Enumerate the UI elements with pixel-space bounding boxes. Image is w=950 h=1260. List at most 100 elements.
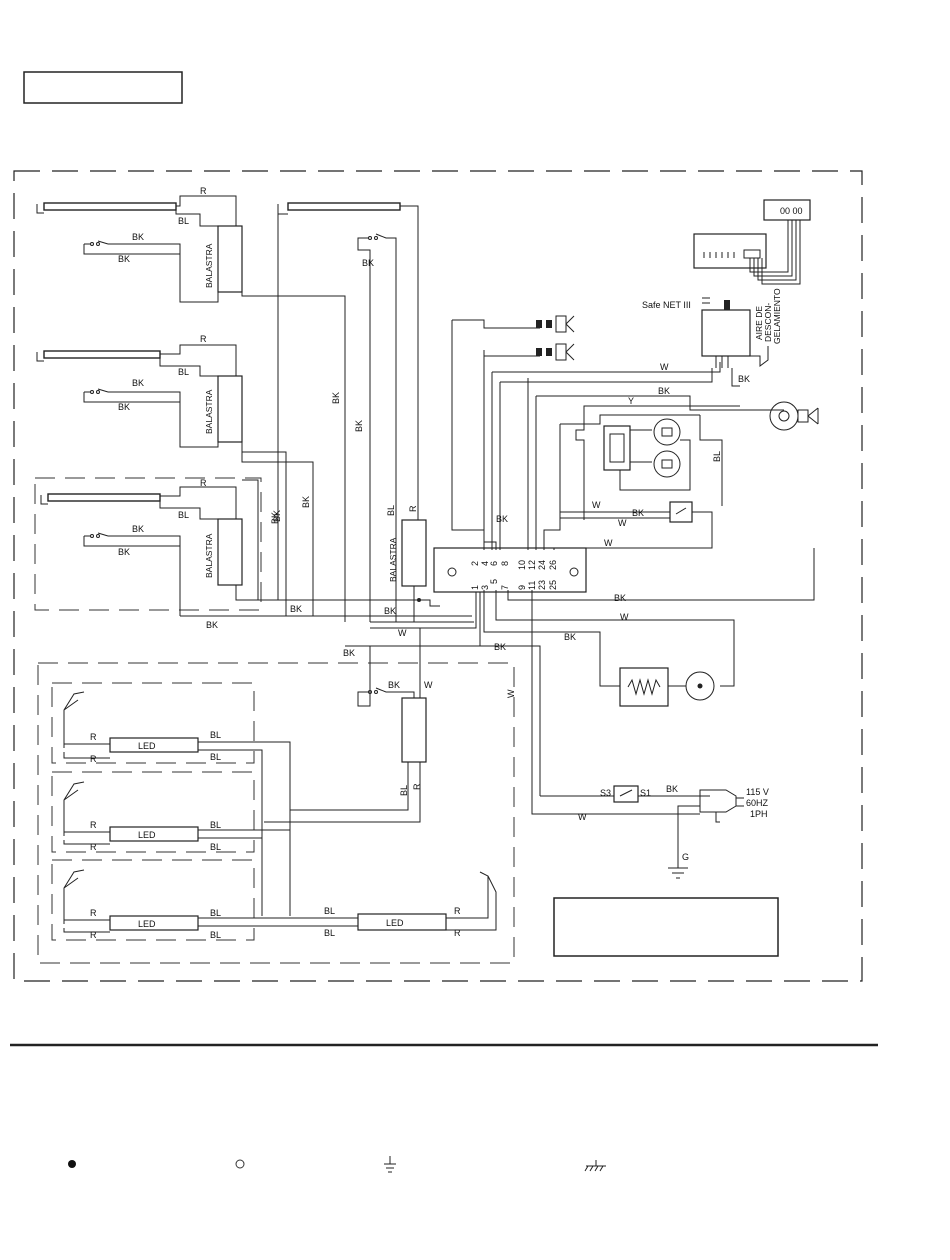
- wire-label-bk: BK: [614, 593, 626, 603]
- display-unit: [763, 199, 811, 221]
- notes-box: [553, 897, 779, 957]
- wire-label-w: W: [506, 689, 516, 698]
- led-strip-4: LED BL BL R R: [324, 871, 497, 938]
- lamp3-region-frame: [34, 477, 262, 611]
- title-box: [23, 71, 183, 104]
- led-driver: [401, 697, 427, 763]
- wire-label-bl: BL: [178, 510, 189, 520]
- wire-label-r: R: [90, 820, 97, 830]
- wire-label-bl: BL: [210, 752, 221, 762]
- terminal-top-8: 8: [500, 561, 510, 566]
- led-3-label: LED: [138, 919, 156, 929]
- wire-label-r: R: [454, 928, 461, 938]
- terminal-top-10: 10: [517, 560, 527, 570]
- power-plug: [699, 789, 744, 823]
- wire-label-w: W: [620, 612, 629, 622]
- wire-label-bk: BK: [496, 514, 508, 524]
- legend-open-dot-icon: [235, 1159, 245, 1169]
- wire-label-bk: BK: [388, 680, 400, 690]
- terminal-bottom-23: 23: [537, 580, 547, 590]
- wire-label-bl: BL: [386, 505, 396, 516]
- wire-label-bk: BK: [738, 374, 750, 384]
- terminal-top-12: 12: [527, 560, 537, 570]
- wire-label-bk: BK: [666, 784, 678, 794]
- wire-label-y: Y: [628, 396, 634, 406]
- wire-label-bk: BK: [384, 606, 396, 616]
- wire-label-bk: BK: [132, 378, 144, 388]
- wire-label-r: R: [200, 478, 207, 488]
- thermostat: [603, 425, 631, 471]
- fan-1: [536, 315, 575, 333]
- ballast-3: [217, 518, 243, 586]
- ballast-1-label: BALASTRA: [204, 243, 214, 288]
- lamp-2-tube: [43, 350, 161, 359]
- wire-label-r: R: [454, 906, 461, 916]
- display-readout: 00 00: [780, 206, 803, 216]
- wire-label-bk: BK: [301, 496, 311, 508]
- wire-label-bl: BL: [324, 928, 335, 938]
- ballast-1: [217, 225, 243, 293]
- led-4: [357, 913, 447, 931]
- switch-s1: S1: [640, 788, 651, 798]
- wire-label-bl: BL: [210, 730, 221, 740]
- heater: [619, 667, 669, 707]
- legend-ground-icon: [384, 1156, 396, 1173]
- wire-label-bk: BK: [632, 508, 644, 518]
- wire-label-bk: BK: [343, 648, 355, 658]
- led-4-label: LED: [386, 918, 404, 928]
- ballast-4: [401, 519, 427, 587]
- terminal-bottom-7: 7: [500, 585, 510, 590]
- lamp-4: R: [277, 202, 419, 600]
- wire-label-bl: BL: [178, 216, 189, 226]
- wire-label-bk: BK: [132, 524, 144, 534]
- ballast-4-label: BALASTRA: [388, 537, 398, 582]
- wire-label-r: R: [412, 783, 422, 790]
- ballast-2: [217, 375, 243, 443]
- wire-label-r: R: [90, 842, 97, 852]
- power-rating-1: 115 V: [746, 787, 769, 797]
- safenet-label: Safe NET III: [642, 300, 691, 310]
- defrost-label-1: AIRE DE: [754, 306, 764, 340]
- wire-label-bk: BK: [354, 420, 364, 432]
- wire-label-bk: BK: [206, 620, 218, 630]
- lamp-3-tube: [47, 493, 161, 502]
- wire-label-bk: BK: [132, 232, 144, 242]
- wire-label-bk: BK: [494, 642, 506, 652]
- wire-label-r: R: [200, 334, 207, 344]
- legend-chassis-ground-icon: [584, 1160, 606, 1172]
- fan-2: [536, 343, 575, 361]
- lamp-3: R BL BALASTRA BK BK BK: [40, 478, 280, 616]
- led-2: [109, 826, 199, 842]
- relay: [669, 501, 693, 523]
- wire-label-bl: BL: [399, 785, 409, 796]
- safenet-module: [701, 309, 751, 357]
- terminal-top-2: 2: [470, 561, 480, 566]
- terminal-bottom-1: 1: [470, 585, 480, 590]
- wire-label-bk: BK: [564, 632, 576, 642]
- wire-label-bk: BK: [272, 510, 282, 522]
- wire-label-bk: BK: [118, 402, 130, 412]
- wire-label-w: W: [578, 812, 587, 822]
- power-rating-2: 60HZ: [746, 798, 769, 808]
- wire-label-bk: BK: [658, 386, 670, 396]
- main-switch: [613, 785, 639, 803]
- wire-label-r: R: [90, 908, 97, 918]
- lamp-4-tube: [287, 202, 401, 211]
- led-1-label: LED: [138, 741, 156, 751]
- terminal-top-4: 4: [480, 561, 490, 566]
- wire-label-bl: BL: [210, 908, 221, 918]
- lamp-1: R BL BALASTRA BK BK BK: [36, 186, 346, 622]
- led-1: [109, 737, 199, 753]
- compressor-fan: [769, 401, 819, 431]
- terminal-top-26: 26: [548, 560, 558, 570]
- bus-bk-1: [236, 599, 440, 607]
- terminal-top-6: 6: [489, 561, 499, 566]
- wire-label-w: W: [592, 500, 601, 510]
- terminal-block: 2 4 6 8 10 12 24 26 1 3 5 7 9 11 23 25: [433, 547, 587, 593]
- wire-label-w: W: [398, 628, 407, 638]
- wire-label-w: W: [660, 362, 669, 372]
- led-2-label: LED: [138, 830, 156, 840]
- ballast-2-label: BALASTRA: [204, 389, 214, 434]
- wire-label-bl: BL: [210, 820, 221, 830]
